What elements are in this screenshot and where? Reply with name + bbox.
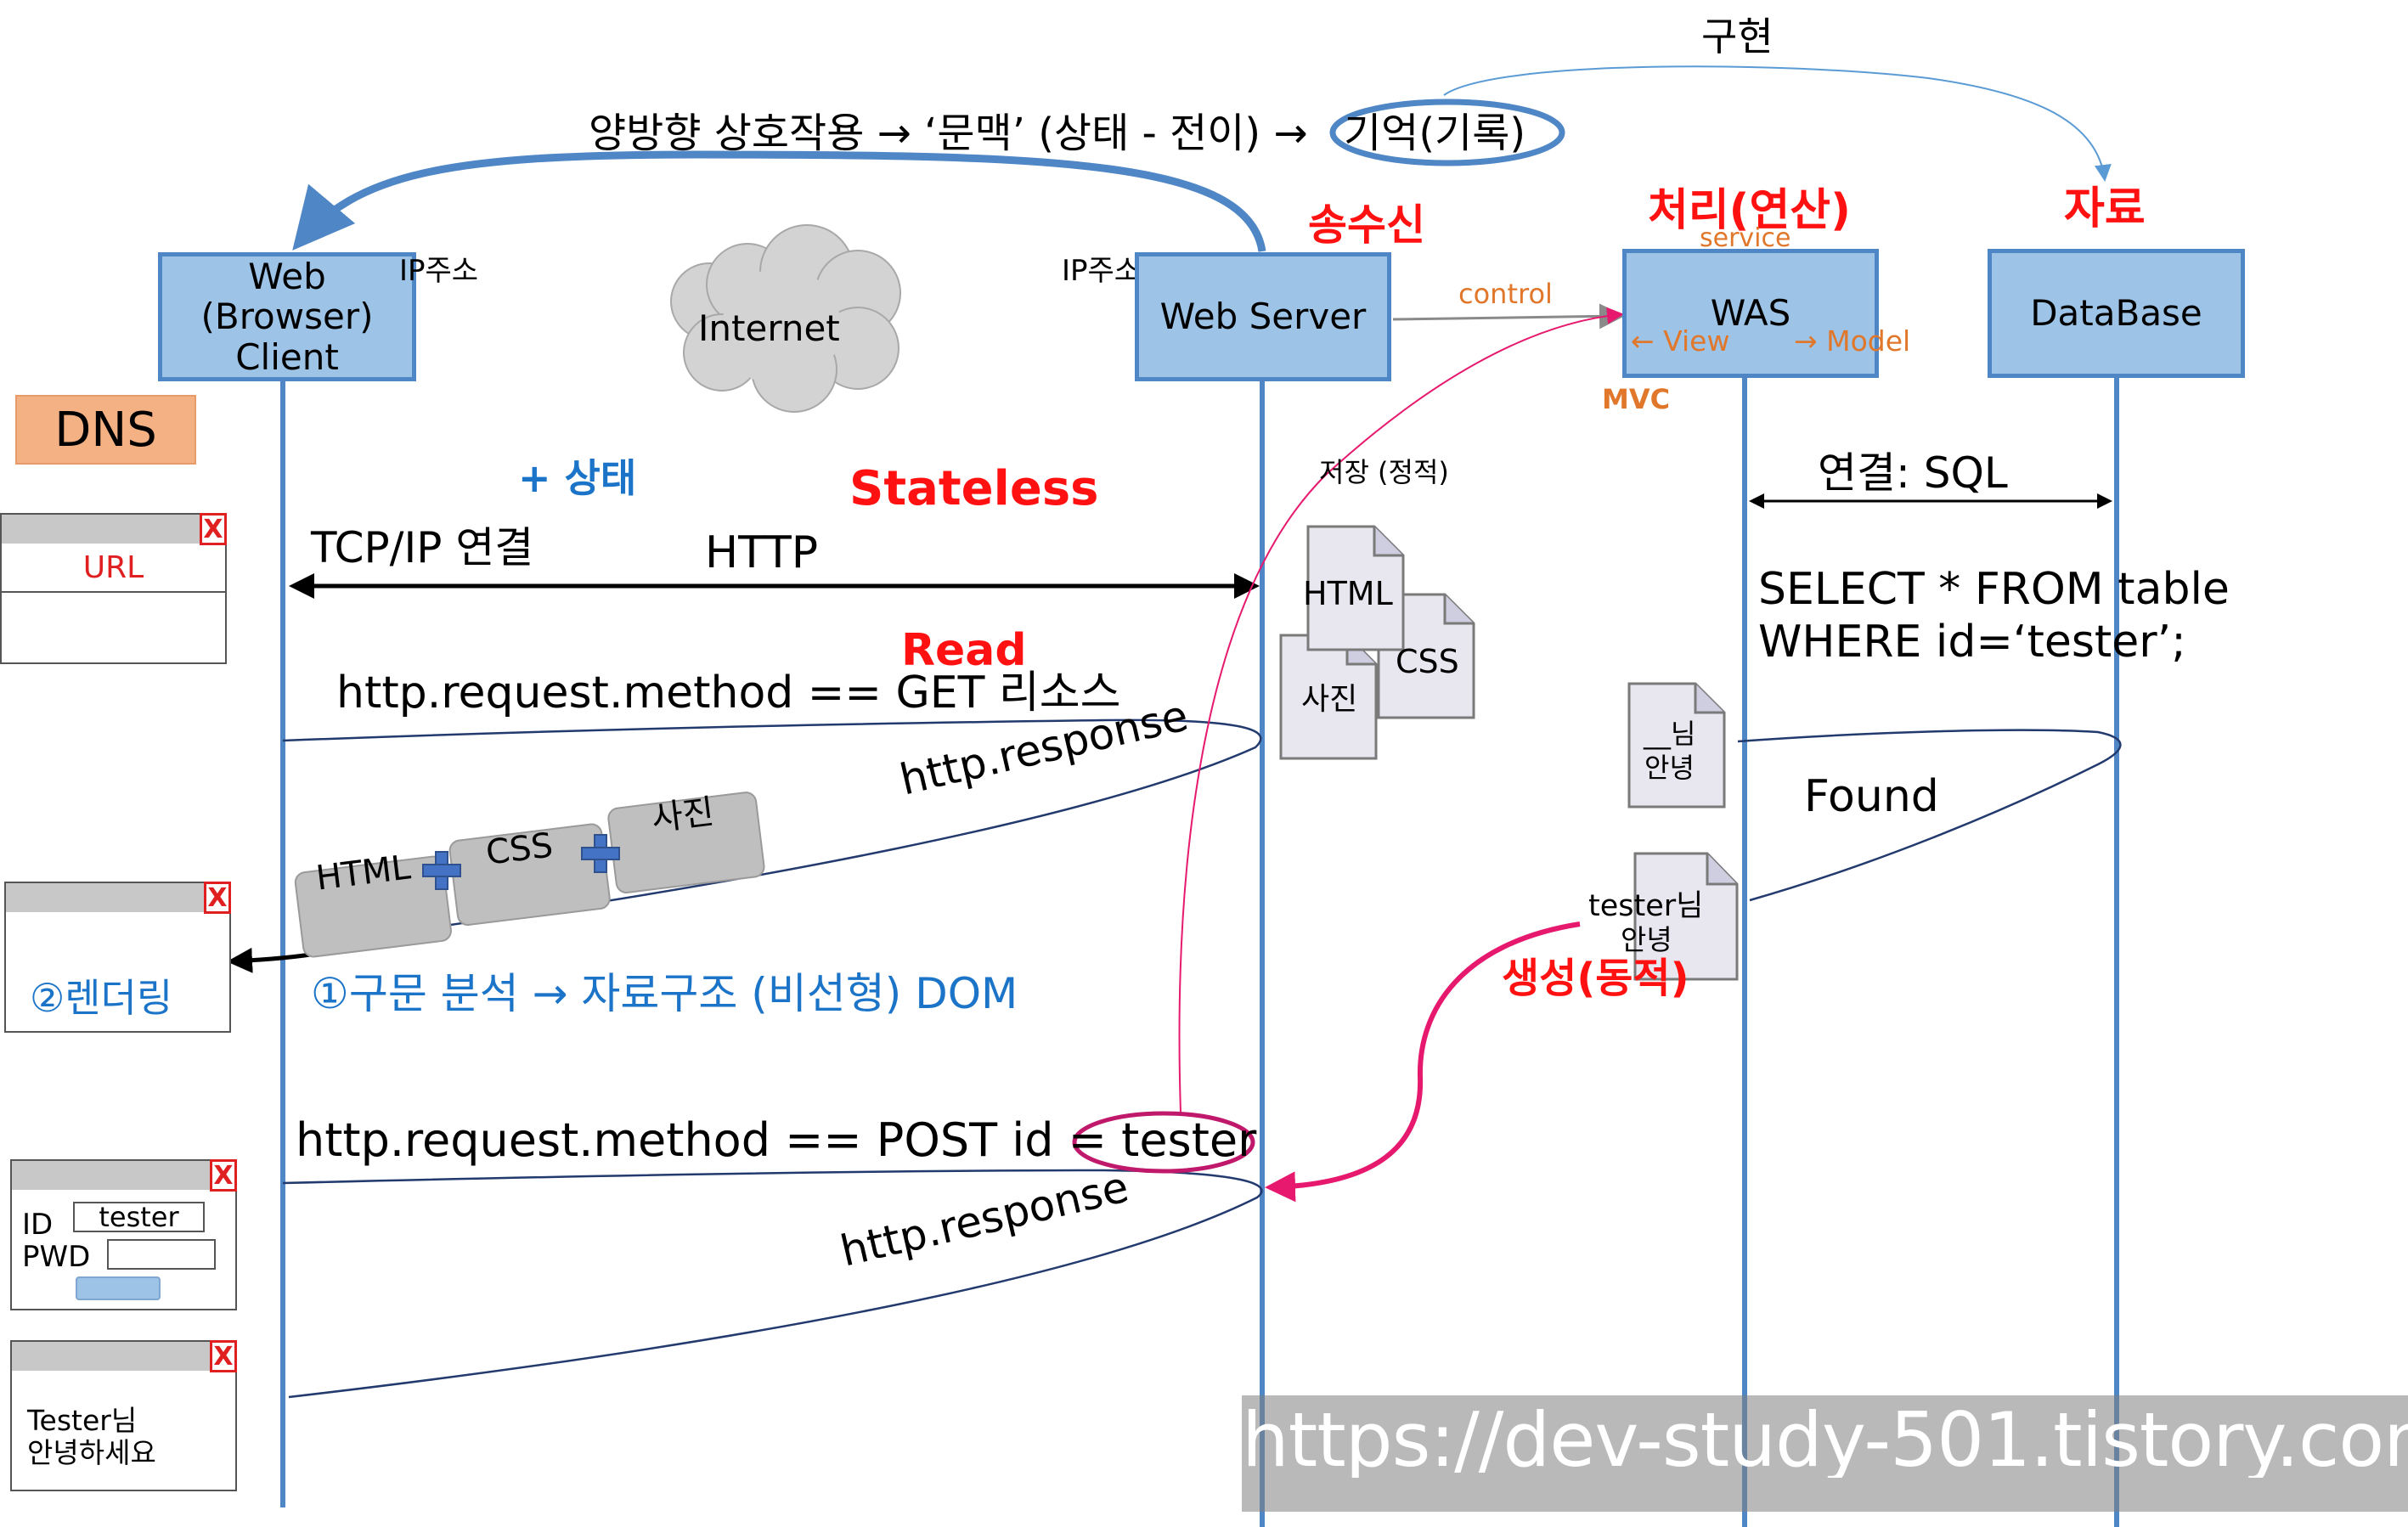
template-line2: 안녕	[1644, 752, 1695, 784]
read-label: Read	[901, 625, 1027, 676]
control-label: control	[1458, 278, 1553, 310]
sql-found-curve	[1737, 729, 2122, 902]
was-label: WAS	[1710, 292, 1791, 335]
web-server-label: Web Server	[1159, 296, 1367, 338]
model-label: → Model	[1794, 324, 1911, 358]
get-request-curve	[282, 718, 1262, 944]
window-titlebar	[6, 883, 229, 912]
result-line1: Tester님	[27, 1404, 138, 1437]
static-photo-label: 사진	[1301, 682, 1358, 717]
internet-label: Internet	[698, 307, 840, 349]
view-label: ← View	[1631, 324, 1730, 358]
plus-icon	[581, 834, 620, 873]
template-file	[1627, 682, 1726, 809]
close-icon[interactable]: X	[210, 1340, 237, 1372]
close-icon[interactable]: X	[210, 1159, 237, 1192]
bundle-photo-label: 사진	[649, 792, 717, 839]
static-store-label: 저장 (정적)	[1319, 456, 1449, 488]
close-icon[interactable]: X	[200, 513, 227, 545]
browser-window-result: X Tester님 안녕하세요	[10, 1340, 237, 1491]
bundle-css-label: CSS	[483, 825, 555, 873]
browser-window-url: X URL	[0, 513, 227, 664]
static-html-label: HTML	[1303, 575, 1393, 612]
sql-line1: SELECT * FROM table	[1758, 564, 2230, 615]
window-titlebar	[12, 1161, 235, 1190]
mvc-label: MVC	[1602, 383, 1671, 415]
was-title-label: 처리(연산)	[1648, 185, 1851, 236]
pwd-input[interactable]	[107, 1239, 216, 1270]
static-css-label: CSS	[1396, 643, 1459, 680]
sql-line2: WHERE id=‘tester’;	[1758, 617, 2186, 668]
close-icon[interactable]: X	[204, 882, 231, 914]
watermark-text: https://dev-study-501.tistory.com	[1242, 1403, 2408, 1478]
result-line2: 안녕하세요	[27, 1436, 156, 1469]
generated-line2: 안녕	[1621, 923, 1672, 956]
web-server-box: Web Server	[1135, 252, 1391, 381]
render-label: ②렌더링	[30, 975, 173, 1021]
found-label: Found	[1804, 771, 1939, 822]
post-request-curve	[282, 1169, 1263, 1399]
state-label: + 상태	[518, 455, 637, 501]
watermark-bg	[1242, 1395, 2408, 1512]
window-titlebar	[2, 515, 225, 544]
window-titlebar	[12, 1342, 235, 1371]
get-request-label: http.request.method == GET 리소스	[336, 668, 1121, 718]
sql-connect-label: 연결: SQL	[1818, 448, 2008, 498]
data-title-label: 자료	[2064, 183, 2146, 234]
client-label: Web (Browser) Client	[200, 256, 374, 378]
generated-file	[1633, 852, 1739, 981]
control-arrow	[1392, 303, 1625, 330]
data-flow-curve	[1178, 307, 1624, 1113]
database-box: DataBase	[1988, 249, 2245, 378]
client-ip-label: IP주소	[399, 254, 479, 288]
template-line1: __님	[1644, 718, 1696, 750]
internet-cloud	[670, 224, 901, 413]
memory-label: 기억(기록)	[1344, 110, 1526, 157]
id-label: ID	[22, 1208, 54, 1242]
login-button[interactable]	[76, 1276, 161, 1300]
context-arc-arrow	[292, 150, 1266, 252]
implement-arrow	[1443, 65, 2112, 182]
static-html-file	[1306, 525, 1405, 651]
generate-label: 생성(동적)	[1502, 955, 1689, 1002]
was-box: WAS	[1622, 249, 1879, 378]
tcp-label: TCP/IP 연결	[311, 523, 534, 572]
generated-line1: tester님	[1588, 889, 1704, 923]
server-ip-label: IP주소	[1062, 254, 1142, 288]
flow-text: 양방향 상호작용 → ‘문맥’ (상태 - 전이) →	[589, 110, 1308, 157]
dns-label: DNS	[54, 402, 157, 458]
bundle-group	[294, 792, 765, 958]
url-label: URL	[82, 549, 144, 585]
tester-ellipse	[1072, 1111, 1255, 1174]
client-box: Web (Browser) Client	[158, 252, 416, 381]
post-request-label: http.request.method == POST id = tester	[296, 1113, 1257, 1167]
implement-label: 구현	[1701, 14, 1774, 59]
database-label: DataBase	[2030, 292, 2202, 335]
memory-ellipse	[1329, 99, 1565, 166]
browser-window-login: X ID tester PWD	[10, 1159, 237, 1310]
parse-label: ①구문 분석 → 자료구조 (비선형) DOM	[311, 969, 1018, 1018]
dns-box: DNS	[15, 395, 196, 465]
bundle-html-block	[294, 855, 452, 958]
generate-curve	[1265, 921, 1581, 1203]
stateless-label: Stateless	[849, 461, 1099, 516]
service-label: service	[1700, 223, 1791, 253]
browser-window-render: X ②렌더링	[4, 882, 231, 1033]
http-label: HTTP	[705, 527, 819, 578]
id-input[interactable]: tester	[73, 1201, 205, 1233]
url-bar[interactable]: URL	[2, 544, 225, 593]
pwd-label: PWD	[22, 1240, 91, 1274]
plus-icon	[422, 851, 461, 890]
send-recv-label: 송수신	[1308, 200, 1425, 250]
